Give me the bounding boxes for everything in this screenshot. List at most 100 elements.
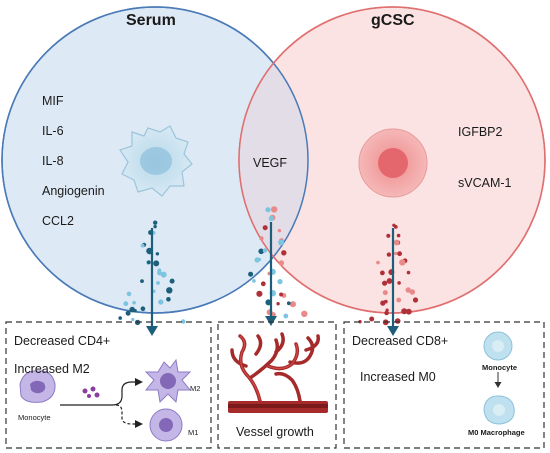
- secretion-dot: [283, 313, 289, 319]
- secretion-dot: [281, 250, 287, 256]
- secretion-dot: [382, 280, 388, 286]
- secretion-dot: [166, 287, 173, 294]
- secretion-dot: [392, 223, 396, 227]
- secretion-dot: [384, 310, 389, 316]
- secretion-dot: [260, 281, 266, 287]
- secretion-dot: [132, 300, 136, 305]
- secretion-dot: [265, 207, 271, 213]
- serum-factor-3: IL-8: [42, 154, 64, 168]
- secretion-dot: [140, 306, 146, 312]
- m1-label: M1: [188, 428, 199, 437]
- secretion-dot: [140, 279, 144, 283]
- left-box-line2: Increased M2: [14, 362, 90, 376]
- m1-macrophage-icon: [149, 408, 183, 442]
- secretion-dot: [118, 316, 122, 320]
- secretion-dot: [279, 292, 284, 297]
- secretion-dot: [146, 260, 151, 265]
- secretion-dot: [258, 248, 265, 255]
- secretion-dot: [131, 317, 135, 322]
- secretion-dot: [278, 239, 285, 246]
- right-box-line2: Increased M0: [360, 370, 436, 384]
- serum-factor-5: CCL2: [42, 214, 74, 228]
- secretion-dot: [386, 278, 393, 284]
- secretion-dot: [394, 251, 398, 256]
- serum-factor-1: MIF: [42, 94, 64, 108]
- secretion-dot: [158, 299, 164, 305]
- secretion-dot: [412, 297, 419, 303]
- secretion-dot: [301, 310, 308, 317]
- secretion-dot: [256, 290, 263, 297]
- serum-arrow: [146, 228, 158, 336]
- secretion-dot: [276, 302, 280, 306]
- secretion-dot: [140, 243, 145, 248]
- m2-label: M2: [190, 384, 201, 393]
- secretion-dot: [386, 252, 392, 257]
- secretion-dot: [382, 290, 388, 296]
- secretion-dot: [125, 310, 131, 316]
- serum-factor-2: IL-6: [42, 124, 64, 138]
- secretion-dot: [396, 233, 401, 238]
- secretion-dot: [157, 270, 162, 276]
- secretion-dot: [289, 301, 296, 308]
- right-outcome-box: [343, 321, 545, 449]
- middle-outcome-box: [217, 321, 337, 449]
- secretion-dot: [153, 260, 160, 267]
- differentiation-arrow: [494, 372, 502, 388]
- monocyte-icon: [19, 370, 56, 403]
- secretion-dot: [376, 260, 380, 265]
- secretion-dot: [155, 252, 160, 256]
- secretion-dot: [259, 236, 264, 241]
- gcsc-secretion-dots: [358, 223, 419, 326]
- secretion-dot: [123, 301, 129, 307]
- right-monocyte-icon: [483, 331, 513, 361]
- polarization-arrows: [60, 378, 143, 428]
- secretion-dot: [169, 278, 175, 284]
- secretion-dot: [262, 248, 268, 253]
- secretion-dot: [252, 279, 256, 283]
- secretion-dot: [153, 224, 157, 229]
- right-monocyte-label: Monocyte: [482, 363, 518, 372]
- secretion-dot: [397, 251, 402, 257]
- secretion-dot: [278, 260, 285, 266]
- secretion-dot: [254, 257, 260, 263]
- secretion-dot: [409, 289, 416, 295]
- gcsc-arrow: [387, 228, 399, 336]
- secretion-dot: [160, 271, 167, 278]
- secretion-dot: [369, 316, 375, 322]
- secretion-dot: [397, 281, 401, 285]
- secretion-dot: [396, 297, 402, 303]
- gcsc-factor-2: sVCAM-1: [458, 176, 512, 190]
- secretion-dot: [126, 291, 132, 297]
- m2-macrophage-icon: [144, 358, 192, 404]
- secretion-dot: [129, 306, 135, 313]
- m0-macrophage-label: M0 Macrophage: [468, 428, 525, 437]
- secretion-dot: [380, 270, 385, 276]
- serum-title: Serum: [126, 12, 176, 29]
- secretion-dot: [271, 206, 278, 213]
- secretion-dot: [406, 270, 411, 275]
- vessel-growth-icon: [228, 332, 328, 413]
- gcsc-cell-icon: [358, 128, 428, 198]
- vegf-arrow: [265, 222, 277, 326]
- cytokine-dots: [82, 386, 100, 398]
- left-monocyte-label: Monocyte: [18, 413, 51, 422]
- secretion-dot: [153, 220, 158, 225]
- secretion-dot: [399, 259, 406, 266]
- secretion-dot: [262, 225, 268, 231]
- secretion-dot: [166, 297, 171, 302]
- left-box-line1: Decreased CD4+: [14, 334, 111, 348]
- vessel-growth-label: Vessel growth: [236, 425, 314, 439]
- secretion-dot: [405, 308, 412, 315]
- gcsc-title: gCSC: [371, 12, 415, 29]
- secretion-dot: [286, 301, 291, 306]
- secretion-dot: [277, 228, 282, 233]
- secretion-dot: [268, 215, 275, 222]
- m0-macrophage-icon: [483, 395, 515, 425]
- gcsc-factor-1: IGFBP2: [458, 125, 503, 139]
- secretion-dot: [383, 299, 388, 304]
- secretion-dot: [393, 239, 400, 246]
- secretion-dot: [394, 318, 401, 324]
- serum-factor-4: Angiogenin: [42, 184, 105, 198]
- left-outcome-box: [5, 321, 212, 449]
